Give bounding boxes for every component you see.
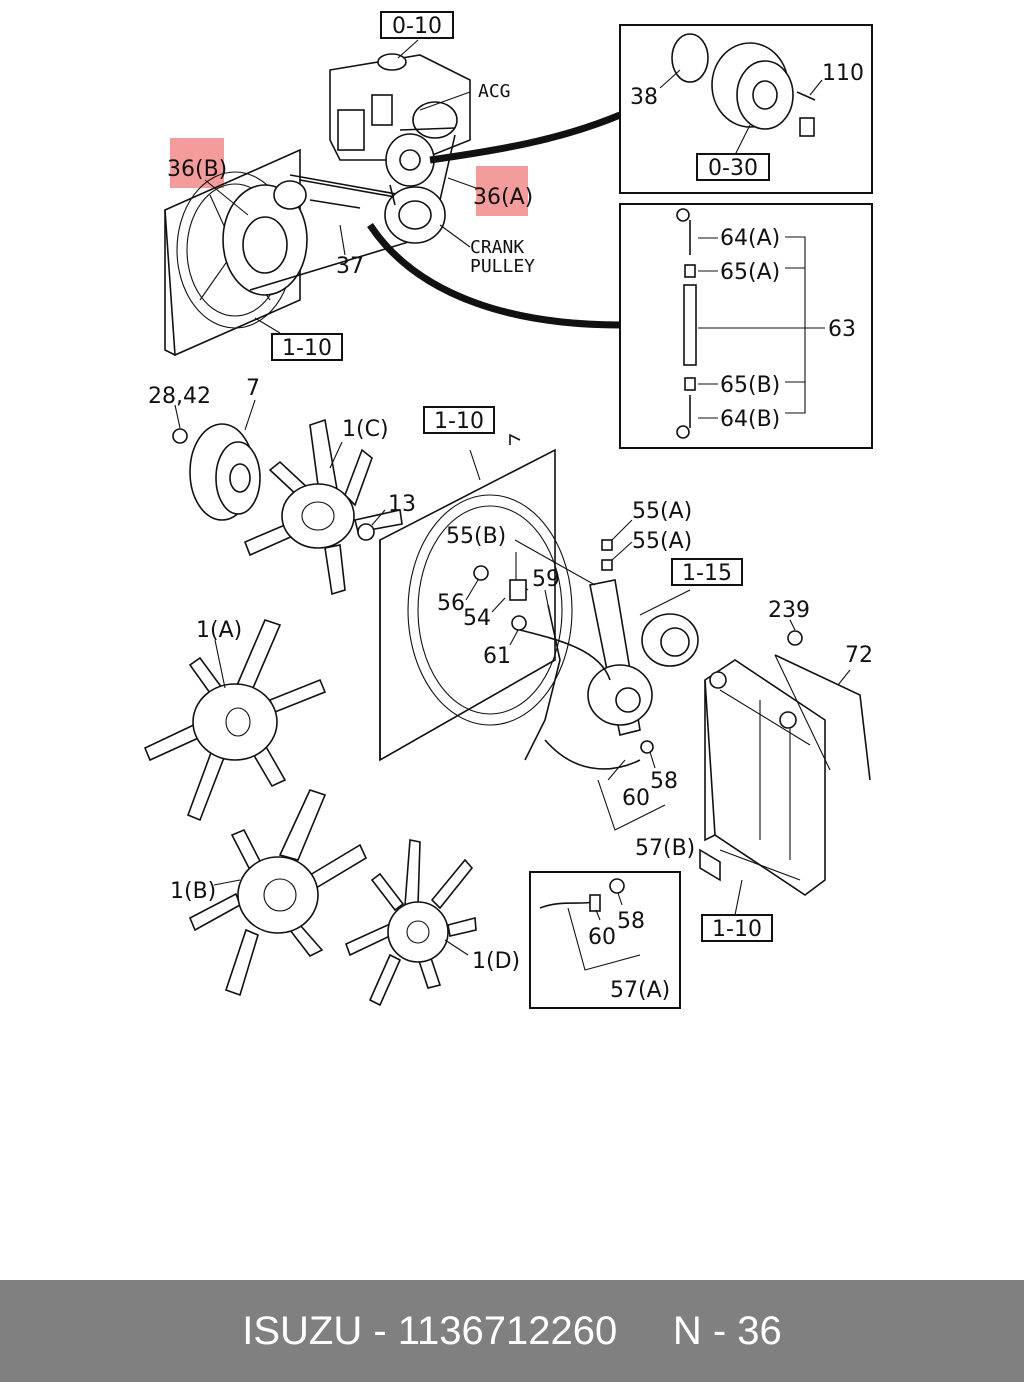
part-110: 110 — [822, 61, 864, 86]
inset-rod — [619, 203, 873, 449]
label-pulley: PULLEY — [470, 256, 535, 277]
part-1c: 1(C) — [342, 417, 389, 442]
ref-box-0-10 — [380, 11, 454, 39]
ref-box-1-10-top — [271, 333, 343, 361]
part-55a-2: 55(A) — [632, 529, 692, 554]
part-60-inset: 60 — [588, 925, 616, 950]
label-acg: ACG — [478, 81, 511, 102]
part-65a: 65(A) — [720, 260, 780, 285]
part-13: 13 — [388, 492, 416, 517]
part-239: 239 — [768, 598, 810, 623]
pulley-detail — [659, 33, 823, 156]
part-36a: 36(A) — [473, 185, 533, 210]
part-65b: 65(B) — [720, 373, 780, 398]
part-64a: 64(A) — [720, 226, 780, 251]
part-57b: 57(B) — [635, 836, 695, 861]
part-7: 7 — [246, 376, 260, 401]
inset-57a — [529, 871, 681, 1009]
highlight-36a — [476, 166, 528, 216]
ref-1-10-mid: 1-10 — [434, 409, 484, 434]
part-36b: 36(B) — [167, 157, 227, 182]
part-61: 61 — [483, 644, 511, 669]
highlight-36b — [170, 138, 224, 188]
footer-text: ISUZU - 1136712260 N - 36 — [242, 1308, 782, 1353]
rod-detail — [676, 208, 825, 439]
wiring-bracket — [465, 519, 699, 831]
part-1b: 1(B) — [170, 879, 216, 904]
part-63: 63 — [828, 317, 856, 342]
part-57a: 57(A) — [610, 978, 670, 1003]
label-crank: CRANK — [470, 237, 524, 258]
parts-diagram: 0-10 1-10 ACG CRANK PULLEY 36(B) 36(A) 3… — [143, 11, 873, 1009]
part-55b: 55(B) — [446, 524, 506, 549]
fan-1c — [243, 418, 403, 596]
sensor-detail — [539, 878, 641, 971]
fan-1d — [344, 839, 477, 1007]
radiator — [699, 619, 871, 916]
part-60: 60 — [622, 786, 650, 811]
part-37: 37 — [336, 254, 364, 279]
ref-1-10-bot: 1-10 — [712, 917, 762, 942]
part-1a: 1(A) — [196, 618, 242, 643]
ref-1-15: 1-15 — [682, 561, 732, 586]
part-59: 59 — [532, 567, 560, 592]
part-56: 56 — [437, 591, 465, 616]
part-64b: 64(B) — [720, 407, 780, 432]
ref-1-10-top: 1-10 — [282, 336, 332, 361]
ref-box-1-15 — [671, 558, 743, 586]
part-55a-1: 55(A) — [632, 499, 692, 524]
ref-box-1-10-bot — [701, 914, 773, 942]
part-38: 38 — [630, 85, 658, 110]
fan-clutch — [172, 399, 261, 521]
part-1d: 1(D) — [472, 949, 520, 974]
fan-1b — [188, 789, 368, 997]
part-28-42: 28,42 — [148, 384, 211, 409]
part-number-footer: ISUZU - 1136712260 N - 36 — [0, 1280, 1024, 1382]
ref-0-30: 0-30 — [708, 156, 758, 181]
part-58: 58 — [650, 769, 678, 794]
part-72: 72 — [845, 643, 873, 668]
fan-1a — [143, 619, 327, 822]
ref-0-10: 0-10 — [392, 14, 442, 39]
fan-shroud — [379, 433, 573, 762]
ref-box-0-30 — [696, 153, 770, 181]
part-58-inset: 58 — [617, 909, 645, 934]
ref-box-1-10-mid — [423, 406, 495, 434]
part-54: 54 — [463, 606, 491, 631]
engine-belt-assembly — [164, 39, 622, 357]
